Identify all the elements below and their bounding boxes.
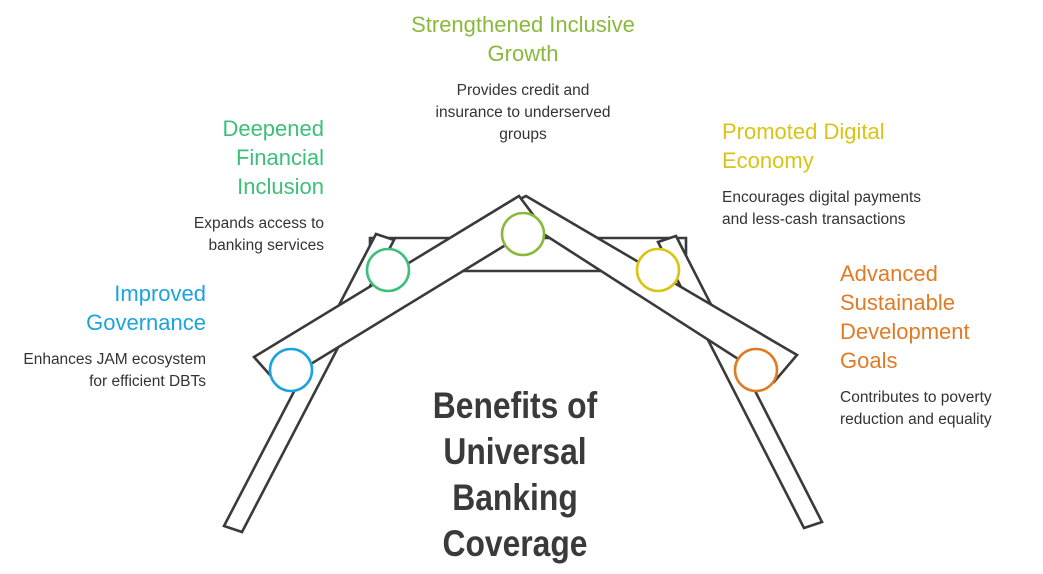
item-description: Enhances JAM ecosystem for efficient DBT… [23, 351, 206, 390]
item-improved-governance: Improved Governance Enhances JAM ecosyst… [16, 279, 206, 393]
item-title: Advanced Sustainable Development Goals [840, 261, 970, 373]
item-title: Strengthened Inclusive Growth [411, 12, 635, 66]
sdg-node-icon [733, 347, 779, 393]
item-advanced-sdgs: Advanced Sustainable Development Goals C… [840, 259, 1030, 431]
inclusive-growth-node-icon [500, 211, 546, 257]
governance-node-icon [268, 347, 314, 393]
item-deepened-financial-inclusion: Deepened Financial Inclusion Expands acc… [150, 114, 324, 257]
item-description: Encourages digital payments and less-cas… [722, 189, 922, 228]
digital-economy-node-icon [635, 247, 681, 293]
item-description: Provides credit and insurance to underse… [435, 82, 611, 143]
item-description: Expands access to banking services [193, 215, 324, 254]
item-title: Improved Governance [86, 281, 206, 335]
item-strengthened-inclusive-growth: Strengthened Inclusive Growth Provides c… [403, 10, 643, 146]
item-description: Contributes to poverty reduction and equ… [840, 389, 992, 428]
financial-inclusion-node-icon [365, 247, 411, 293]
item-title: Deepened Financial Inclusion [222, 116, 324, 199]
item-promoted-digital-economy: Promoted Digital Economy Encourages digi… [722, 117, 932, 231]
item-title: Promoted Digital Economy [722, 119, 885, 173]
diagram-title: Benefits of Universal Banking Coverage [432, 385, 598, 564]
